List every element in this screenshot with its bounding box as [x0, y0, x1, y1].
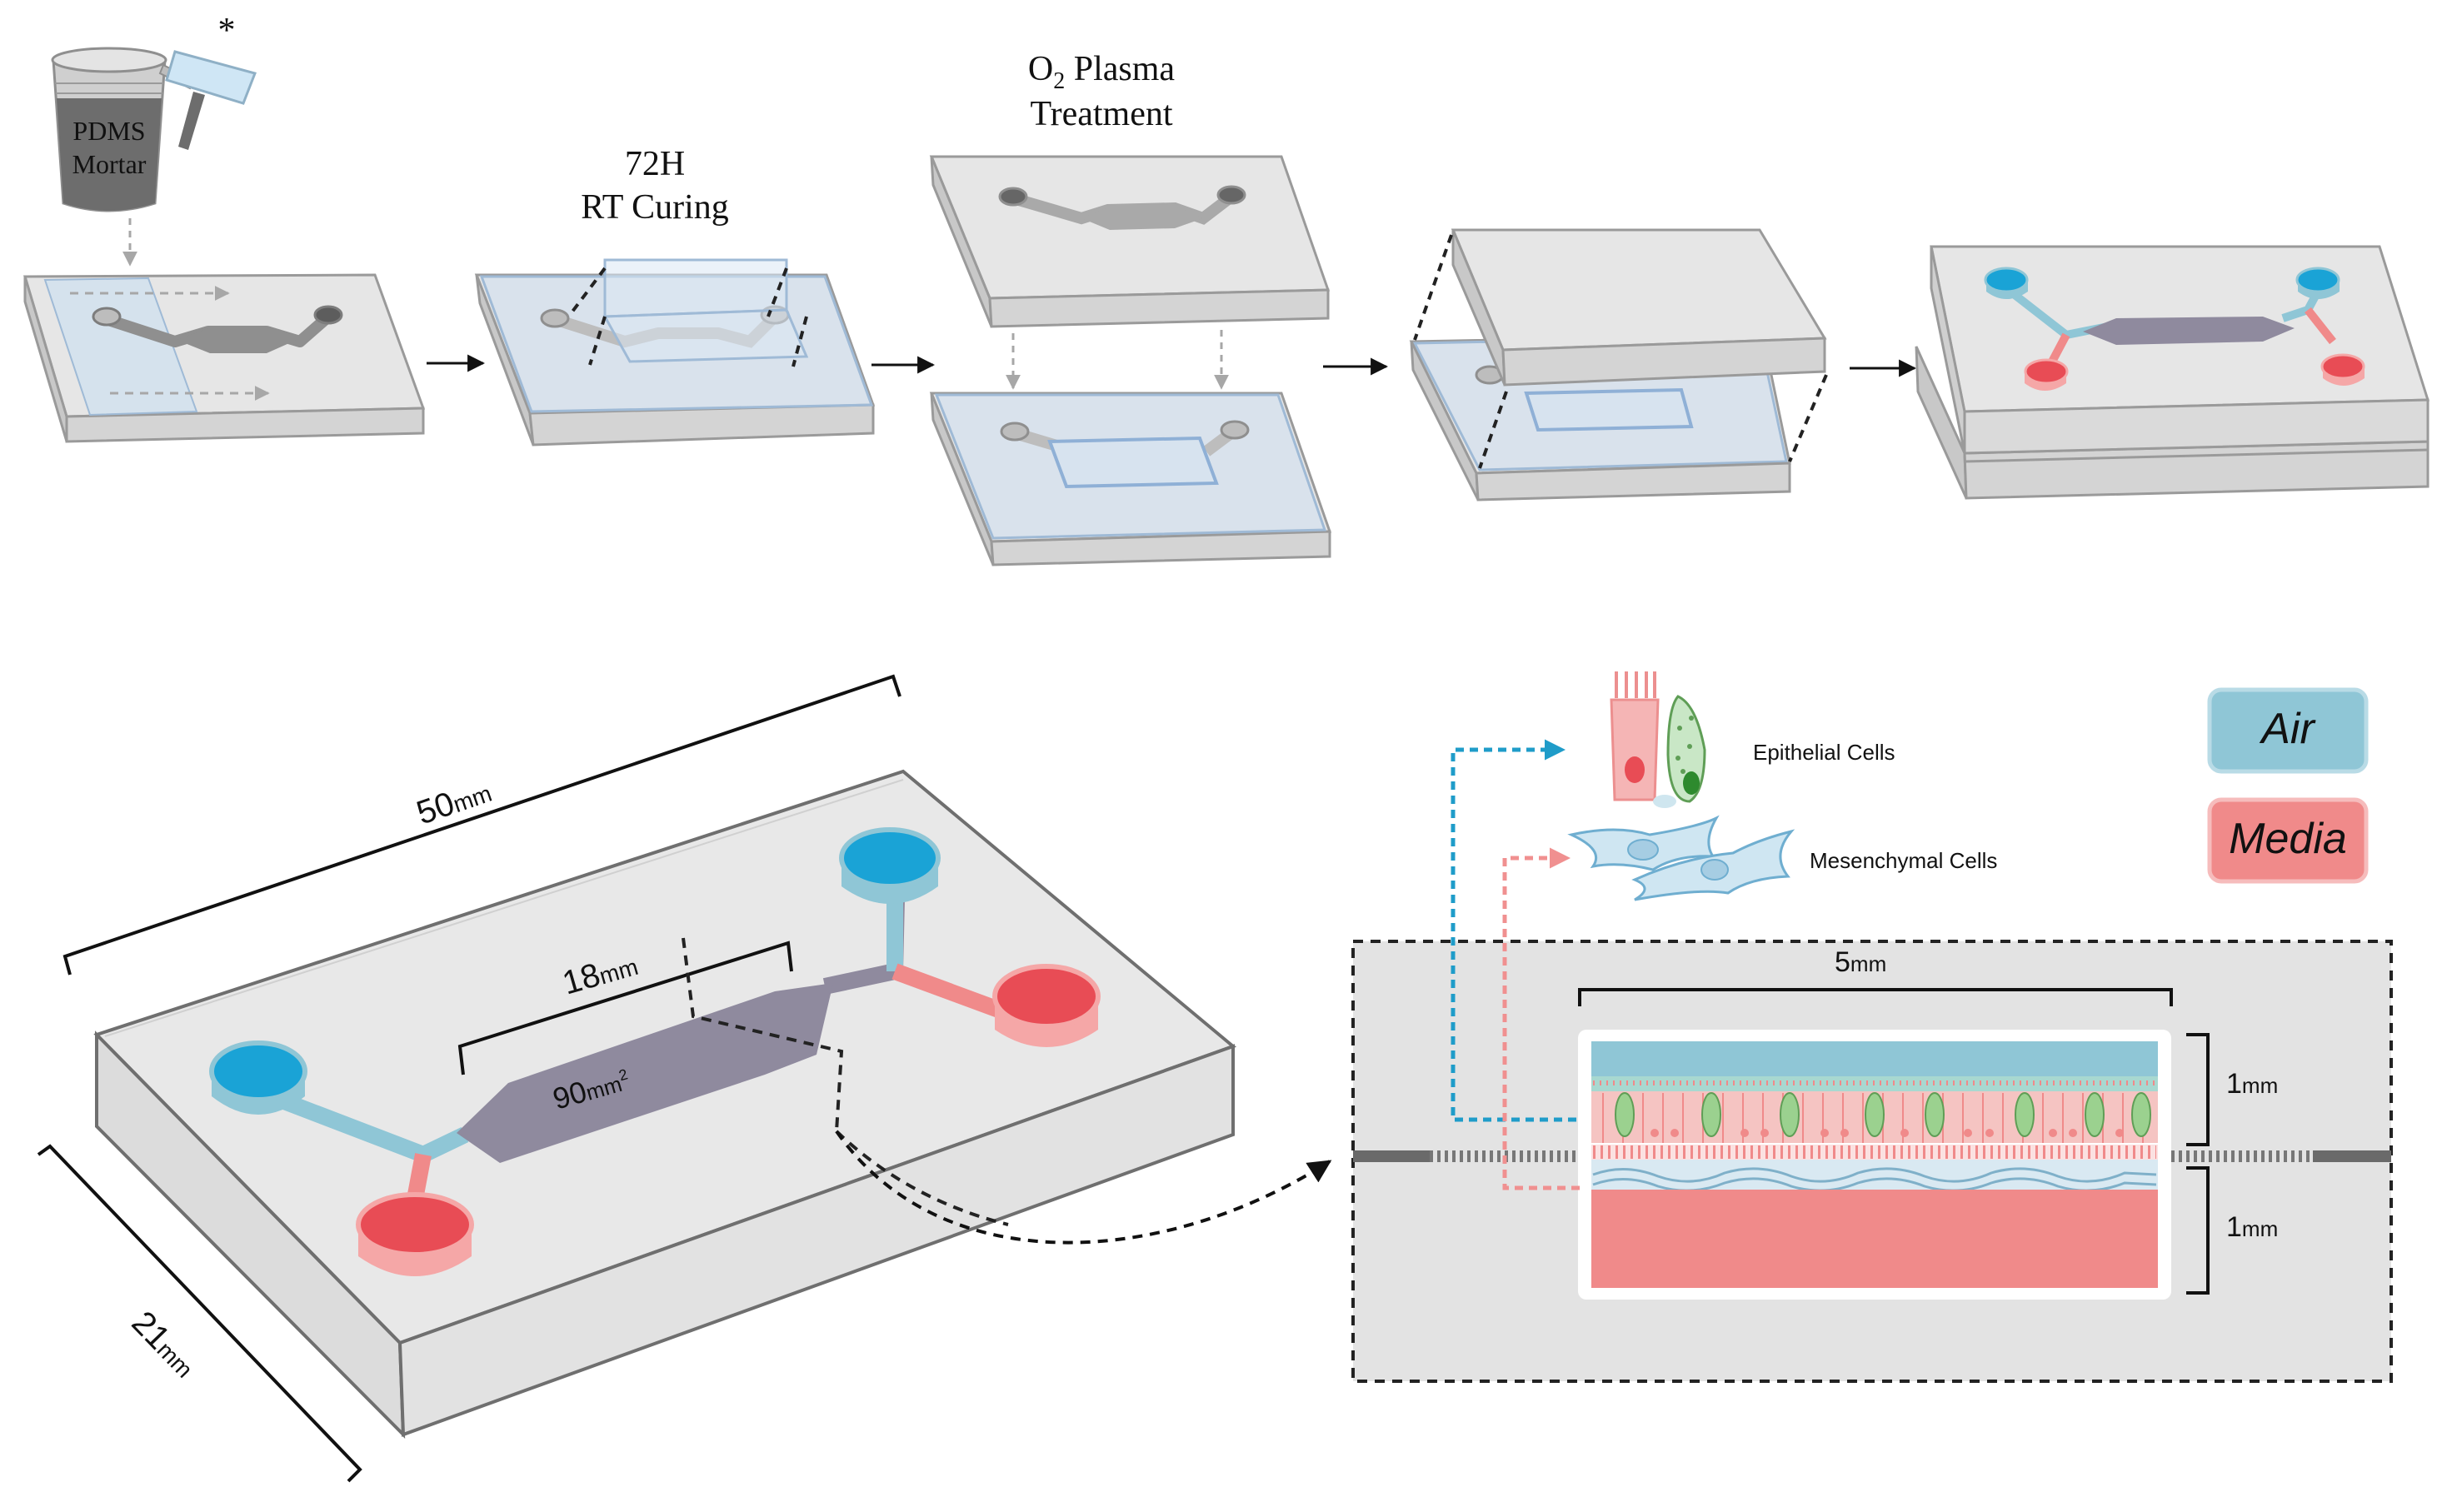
width-label: 21mm: [125, 1305, 204, 1385]
media-outlet-port: [992, 964, 1101, 1047]
step5-final-chip: [1915, 245, 2430, 500]
pdms-cup: PDMS Mortar: [51, 47, 167, 212]
top-height-label: 1mm: [2226, 1068, 2278, 1100]
media-inlet-port: [356, 1192, 474, 1276]
large-chip-dimensioned: 50mm 21mm 18mm 90mm2: [37, 674, 1332, 1483]
step3-plasma: O2 Plasma Treatment: [929, 50, 1332, 566]
epithelial-label: Epithelial Cells: [1753, 740, 1895, 765]
epithelial-layer: [1593, 1080, 2156, 1143]
mesenchymal-label: Mesenchymal Cells: [1810, 848, 1997, 873]
plasma-bottom-chip: [929, 392, 1332, 566]
mesenchymal-layer: [1591, 1160, 2158, 1192]
air-outlet-port: [839, 827, 941, 904]
air-inlet-port: [209, 1040, 307, 1115]
mold-chip: [22, 273, 426, 443]
cross-section-panel: 5mm 1mm 1mm: [1351, 940, 2393, 1383]
step2-curing: 72H RT Curing: [474, 145, 876, 447]
cup-label-line2: Mortar: [72, 149, 147, 179]
section-width-label: 5mm: [1835, 946, 1886, 978]
epithelial-cells-icon: [1610, 671, 1706, 808]
asterisk-note: *: [218, 12, 236, 50]
legend-air-label: Air: [2259, 705, 2316, 753]
curing-label-line2: RT Curing: [581, 188, 729, 227]
mesenchymal-cells-icon: [1567, 815, 1795, 901]
length-label: 50mm: [412, 772, 497, 831]
legend-media-swatch: [2207, 797, 2369, 884]
spatula-icon: [158, 50, 257, 150]
plasma-label-line2: Treatment: [1030, 95, 1172, 133]
step4-bonding: [1409, 228, 1828, 502]
plasma-label-line1: O2 Plasma: [1028, 50, 1176, 94]
plasma-top-chip: [929, 155, 1331, 328]
legend-media-label: Media: [2229, 815, 2347, 863]
legend-air-swatch: [2207, 687, 2369, 774]
bottom-height-label: 1mm: [2226, 1211, 2278, 1243]
curing-label-line1: 72H: [625, 145, 685, 183]
step1-mold-pouring: PDMS Mortar *: [22, 12, 426, 443]
curing-chip: [474, 258, 876, 447]
cup-label-line1: PDMS: [72, 116, 145, 146]
legend: Air Media: [2207, 687, 2369, 884]
epithelial-callout-line: [1451, 739, 1576, 1122]
